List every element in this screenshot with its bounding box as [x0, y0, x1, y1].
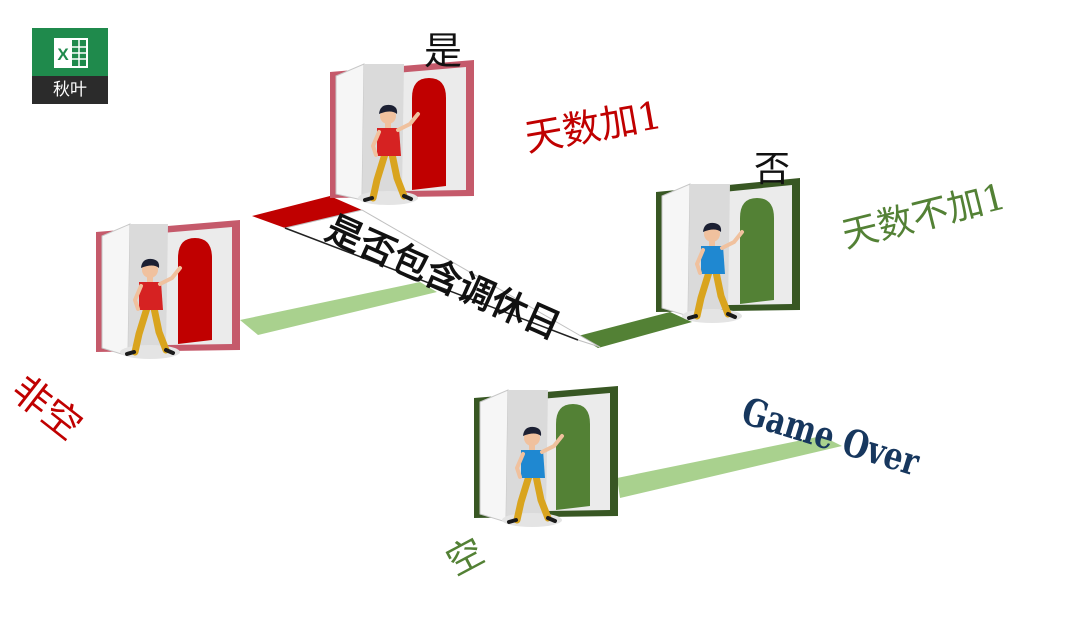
logo-text: 秋叶: [53, 80, 87, 100]
label-no: 否: [754, 149, 791, 190]
path-to-yes: [252, 196, 362, 228]
decision-ramp-edge: [284, 227, 579, 341]
door-no: [656, 178, 800, 323]
door-no-arch: [740, 198, 774, 304]
logo-band: [32, 76, 108, 104]
label-yes: 是: [424, 29, 463, 73]
door-yes-arch: [412, 78, 446, 190]
path-to-game-over: [617, 436, 842, 498]
door-empty: [474, 386, 618, 527]
path-to-no: [578, 312, 692, 348]
path-to-decision: [240, 282, 437, 335]
logo: X 秋叶: [32, 28, 108, 104]
svg-text:X: X: [57, 45, 69, 64]
excel-icon: X: [54, 38, 88, 68]
door-start-arch: [178, 238, 212, 344]
door-yes: [330, 60, 474, 205]
door-empty-arch: [556, 404, 590, 510]
door-start: [96, 220, 240, 359]
